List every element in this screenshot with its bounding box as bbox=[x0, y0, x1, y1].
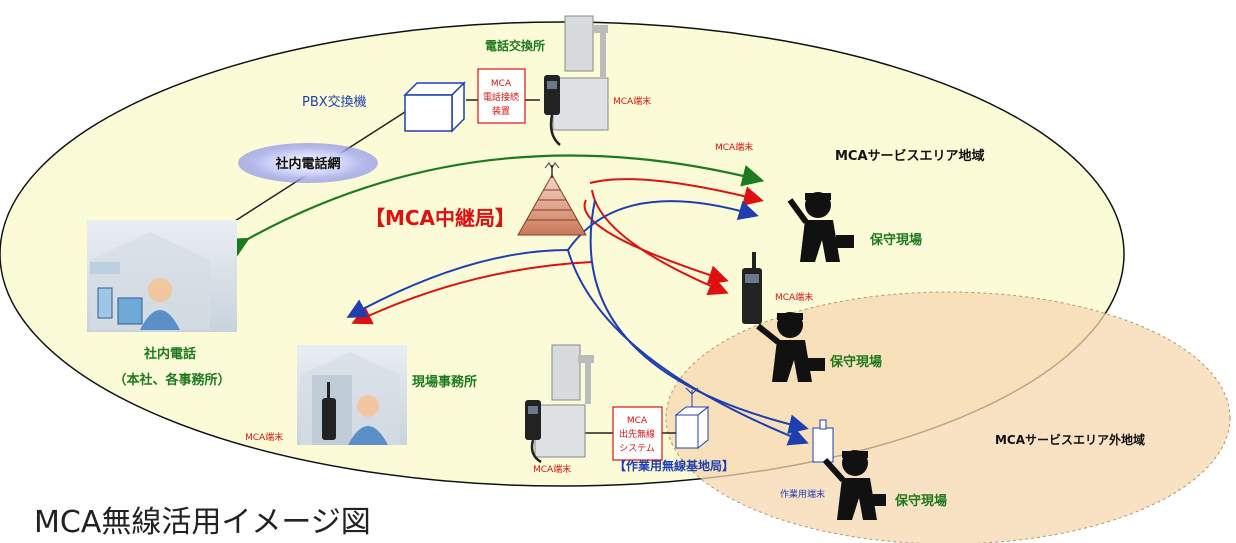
maintenance-site-1-label: 保守現場 bbox=[869, 232, 922, 248]
hq-office-illustration bbox=[87, 220, 237, 332]
internal-phone-label: 社内電話 bbox=[143, 346, 196, 362]
mca-terminal-top-label: MCA端末 bbox=[613, 95, 651, 107]
worker-2-icon bbox=[756, 312, 825, 382]
maintenance-site-3-label: 保守現場 bbox=[894, 493, 947, 509]
field-radio-line1: MCA bbox=[627, 416, 648, 426]
mca-phone-device-line2: 電話接続 bbox=[483, 91, 519, 103]
work-terminal-icon bbox=[812, 419, 834, 463]
site-office-terminal-label: MCA端末 bbox=[245, 431, 283, 443]
pbx-label: PBX交換機 bbox=[302, 94, 367, 110]
base-radio-icon bbox=[544, 15, 609, 146]
green-link bbox=[225, 154, 765, 259]
field-radio-system-box: MCA 出先無線 システム bbox=[612, 406, 663, 461]
internal-phone-sublabel: （本社、各事務所） bbox=[113, 372, 230, 388]
worker-3-icon bbox=[822, 450, 886, 520]
blue-link-3 bbox=[567, 249, 809, 446]
mca-phone-device-line1: MCA bbox=[491, 79, 512, 89]
page-title: MCA無線活用イメージ図 bbox=[34, 505, 371, 540]
field-base-radio-icon bbox=[525, 344, 594, 464]
field-radio-line3: システム bbox=[619, 443, 655, 454]
work-terminal-label: 作業用端末 bbox=[780, 488, 825, 500]
blue-link-4 bbox=[589, 199, 809, 435]
mca-terminal-float-label: MCA端末 bbox=[715, 141, 753, 153]
red-link-2 bbox=[591, 189, 729, 296]
intranet-cloud bbox=[238, 143, 378, 183]
blue-link-1 bbox=[346, 249, 569, 318]
site-office-illustration bbox=[297, 345, 407, 445]
worker-1-icon bbox=[787, 192, 854, 262]
mca-phone-device-box: MCA 電話接続 装置 bbox=[477, 68, 526, 124]
maintenance-site-2-label: 保守現場 bbox=[829, 354, 882, 370]
outside-area-label: MCAサービスエリア外地域 bbox=[995, 432, 1145, 447]
intranet-label: 社内電話網 bbox=[274, 156, 340, 172]
field-terminal-label: MCA端末 bbox=[533, 463, 571, 475]
mca-phone-device-line3: 装置 bbox=[492, 105, 510, 117]
work-base-station-icon bbox=[674, 387, 710, 450]
relay-tower-icon bbox=[517, 162, 587, 236]
handheld-radio-icon bbox=[742, 252, 762, 324]
field-radio-line2: 出先無線 bbox=[619, 428, 655, 440]
red-link-4 bbox=[351, 261, 593, 325]
mca-terminal-worker-label: MCA端末 bbox=[775, 291, 813, 303]
pbx-box-icon bbox=[403, 81, 466, 133]
red-link-3 bbox=[583, 199, 729, 285]
phone-exchange-label: 電話交換所 bbox=[485, 38, 545, 53]
work-base-label: 【作業用無線基地局】 bbox=[614, 458, 734, 473]
red-link-1 bbox=[589, 178, 764, 206]
site-office-label: 現場事務所 bbox=[412, 374, 477, 390]
service-area-label: MCAサービスエリア地域 bbox=[835, 148, 985, 164]
relay-label: 【MCA中継局】 bbox=[365, 206, 515, 230]
